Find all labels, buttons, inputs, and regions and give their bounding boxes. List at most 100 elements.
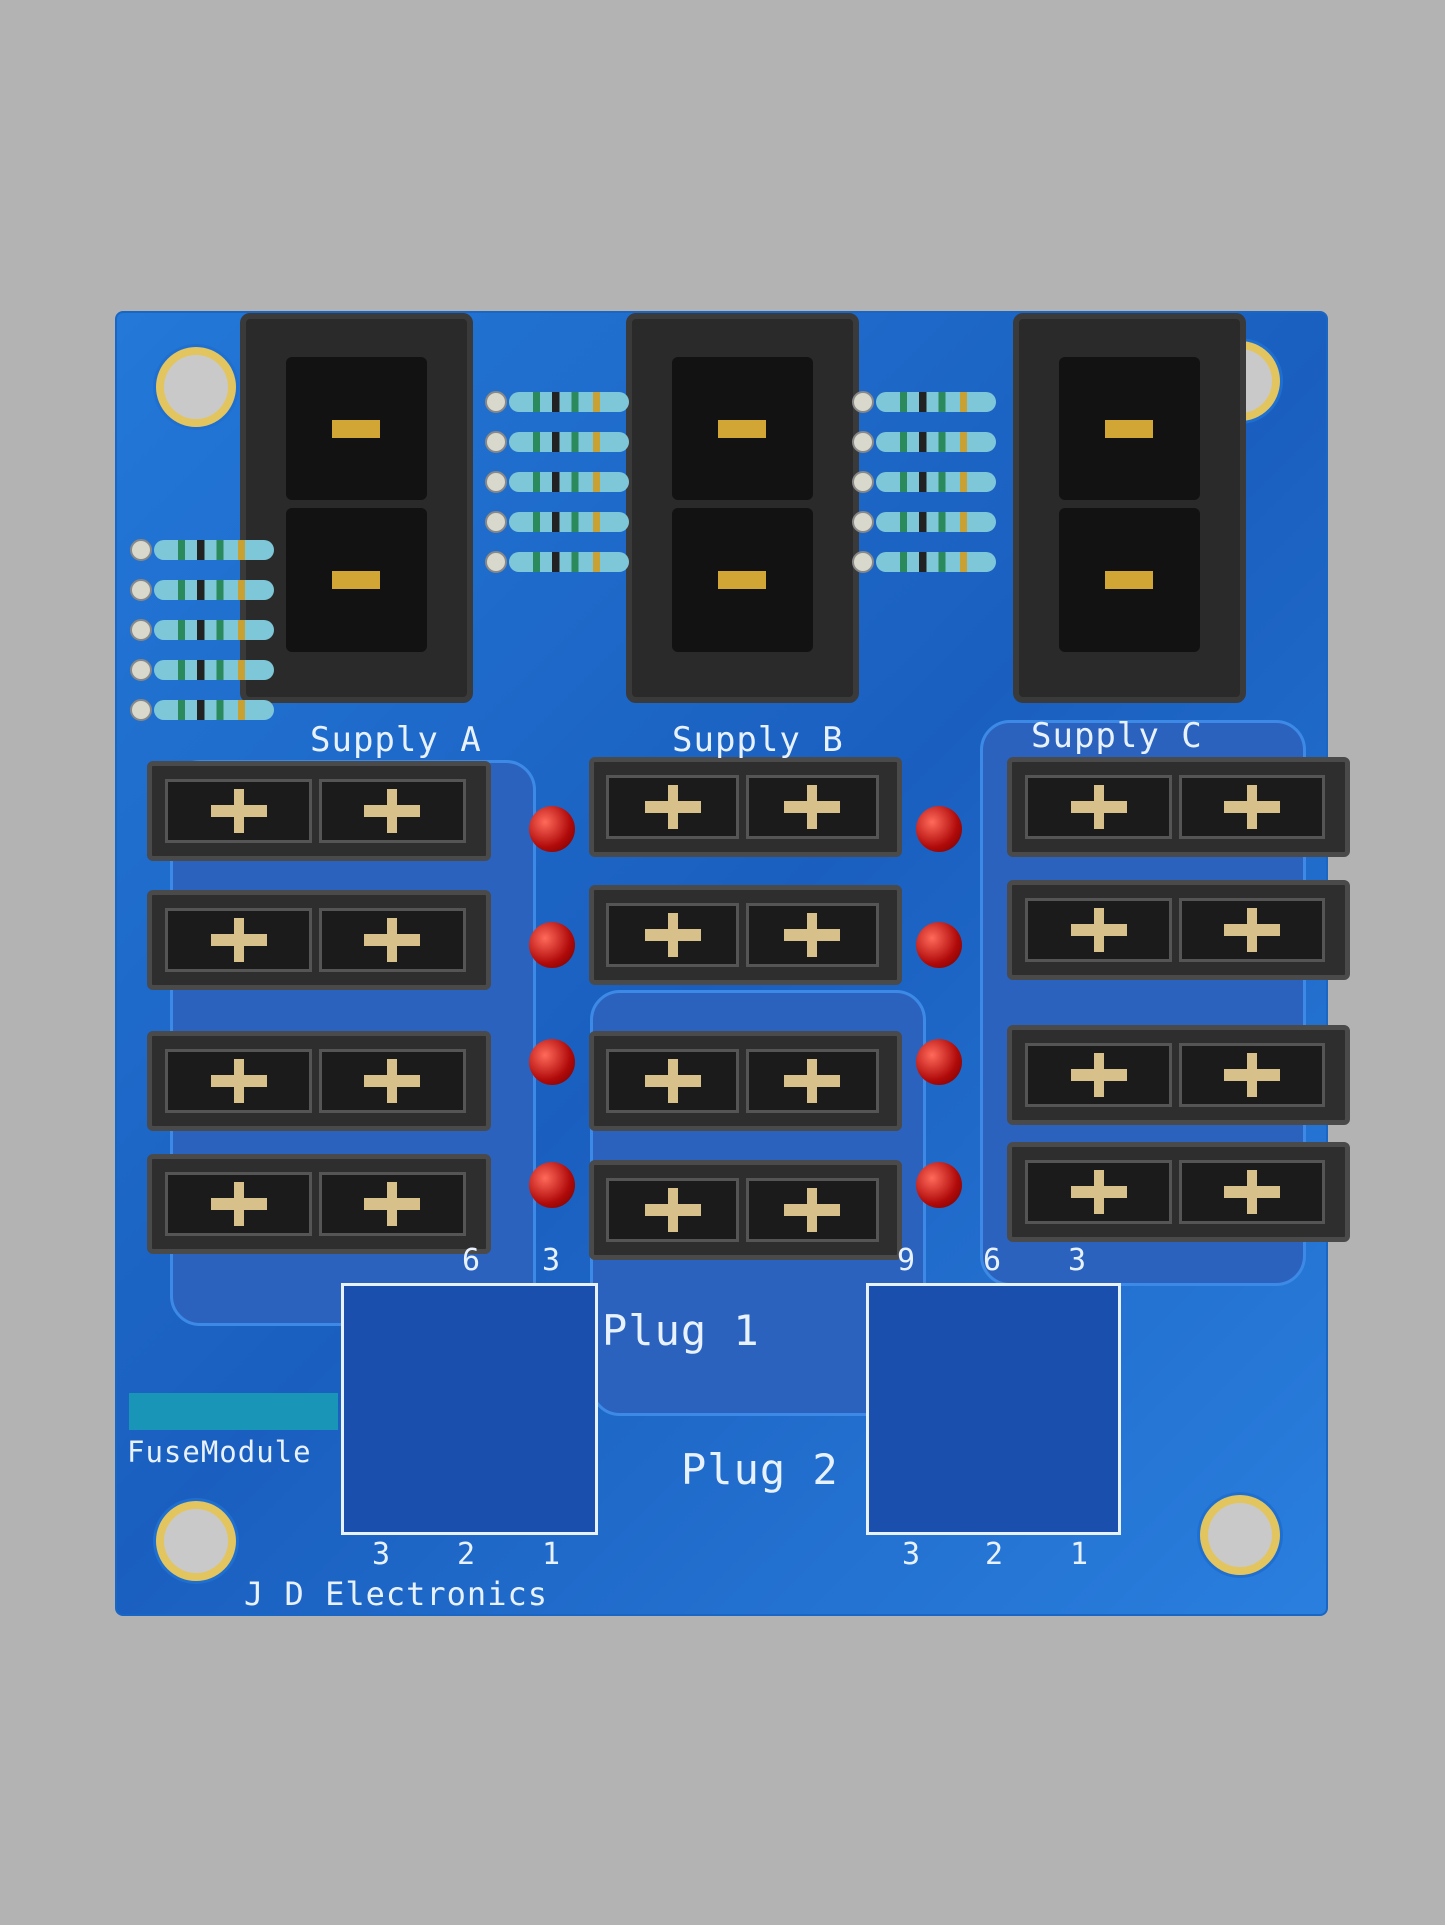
fuse-socket bbox=[165, 907, 313, 973]
resistor-lead bbox=[852, 551, 874, 573]
mounting-hole bbox=[1208, 1503, 1272, 1567]
fuse-contact bbox=[1093, 907, 1104, 952]
indicator-led bbox=[916, 806, 962, 852]
indicator-led bbox=[529, 922, 575, 968]
indicator-led bbox=[529, 1162, 575, 1208]
resistor-lead bbox=[485, 391, 507, 413]
fuse-socket bbox=[319, 1048, 466, 1114]
connector-pin bbox=[718, 570, 767, 589]
fuse-socket bbox=[165, 778, 313, 844]
resistor bbox=[509, 392, 629, 412]
resistor-lead bbox=[485, 511, 507, 533]
resistor bbox=[154, 540, 274, 560]
resistor-lead bbox=[852, 511, 874, 533]
fuse-socket bbox=[1025, 1042, 1172, 1108]
fuse-socket bbox=[606, 1177, 740, 1243]
resistor bbox=[154, 580, 274, 600]
plug-2-pin-number: 3 bbox=[902, 1537, 922, 1572]
fuse-socket bbox=[606, 774, 740, 840]
fuse-socket bbox=[745, 902, 879, 968]
fuse-contact bbox=[807, 1058, 818, 1103]
fuse-contact bbox=[1246, 1052, 1257, 1097]
module-name-label: FuseModule bbox=[127, 1435, 312, 1469]
resistor-lead bbox=[852, 391, 874, 413]
resistor bbox=[876, 392, 996, 412]
maker-label: J D Electronics bbox=[244, 1575, 548, 1613]
plug-2-label: Plug 2 bbox=[681, 1445, 839, 1494]
plug-2-pin-number: 9 bbox=[897, 1243, 917, 1278]
connector-pin bbox=[332, 570, 381, 589]
connector-pin bbox=[332, 419, 381, 438]
fuse-contact bbox=[667, 1187, 678, 1232]
fuse-socket bbox=[1025, 897, 1172, 963]
resistor bbox=[876, 552, 996, 572]
fuse-contact bbox=[233, 1181, 244, 1226]
fuse-socket bbox=[319, 1171, 466, 1237]
plug-1-pin-number: 1 bbox=[542, 1537, 562, 1572]
fuse-contact bbox=[1246, 907, 1257, 952]
connector-slot bbox=[1058, 508, 1201, 652]
fuse-holder bbox=[589, 1160, 902, 1260]
fuse-socket bbox=[745, 1177, 879, 1243]
fuse-contact bbox=[387, 917, 398, 962]
fuse-socket bbox=[319, 907, 466, 973]
resistor-lead bbox=[485, 431, 507, 453]
indicator-led bbox=[916, 1039, 962, 1085]
teal-silk-bar bbox=[129, 1393, 338, 1430]
resistor bbox=[876, 472, 996, 492]
fuse-socket bbox=[745, 1048, 879, 1114]
fuse-contact bbox=[387, 1058, 398, 1103]
plug-1-pin-number: 2 bbox=[457, 1537, 477, 1572]
fuse-contact bbox=[667, 912, 678, 957]
plug-2-pin-number: 1 bbox=[1070, 1537, 1090, 1572]
fuse-socket bbox=[1178, 774, 1326, 840]
plug-2-pin-number: 3 bbox=[1068, 1243, 1088, 1278]
fuse-holder bbox=[589, 757, 902, 857]
plug-2-pin-number: 6 bbox=[983, 1243, 1003, 1278]
fuse-holder bbox=[1007, 757, 1350, 857]
connector-slot bbox=[1058, 356, 1201, 501]
fuse-contact bbox=[233, 917, 244, 962]
fuse-holder bbox=[147, 1154, 491, 1254]
fuse-holder bbox=[147, 1031, 491, 1131]
fuse-socket bbox=[1178, 897, 1326, 963]
supply-c-label: Supply C bbox=[1031, 716, 1203, 756]
connector-pin bbox=[1105, 419, 1154, 438]
indicator-led bbox=[916, 922, 962, 968]
supply-connector bbox=[1013, 313, 1246, 703]
connector-pin bbox=[1105, 570, 1154, 589]
resistor bbox=[154, 620, 274, 640]
resistor-lead bbox=[130, 539, 152, 561]
fuse-contact bbox=[1246, 1169, 1257, 1214]
fuse-contact bbox=[667, 784, 678, 829]
resistor bbox=[509, 432, 629, 452]
resistor bbox=[154, 700, 274, 720]
resistor-lead bbox=[852, 431, 874, 453]
fuse-socket bbox=[165, 1048, 313, 1114]
resistor bbox=[876, 432, 996, 452]
fuse-contact bbox=[233, 788, 244, 833]
plug-2-header bbox=[866, 1283, 1121, 1535]
plug-1-label: Plug 1 bbox=[602, 1306, 760, 1355]
connector-pin bbox=[718, 419, 767, 438]
connector-slot bbox=[671, 356, 814, 501]
fuse-socket bbox=[165, 1171, 313, 1237]
resistor-lead bbox=[485, 551, 507, 573]
indicator-led bbox=[529, 806, 575, 852]
fuse-contact bbox=[387, 1181, 398, 1226]
fuse-socket bbox=[606, 1048, 740, 1114]
fuse-socket bbox=[1178, 1042, 1326, 1108]
indicator-led bbox=[916, 1162, 962, 1208]
supply-a-label: Supply A bbox=[310, 720, 482, 760]
fuse-holder bbox=[1007, 880, 1350, 980]
plug-1-header bbox=[341, 1283, 598, 1535]
connector-slot bbox=[285, 356, 428, 501]
fuse-socket bbox=[1025, 1159, 1172, 1225]
connector-slot bbox=[671, 508, 814, 652]
fuse-contact bbox=[807, 1187, 818, 1232]
fuse-holder bbox=[147, 890, 491, 990]
fuse-contact bbox=[387, 788, 398, 833]
supply-connector bbox=[626, 313, 859, 703]
resistor bbox=[876, 512, 996, 532]
mounting-hole bbox=[164, 1509, 228, 1573]
